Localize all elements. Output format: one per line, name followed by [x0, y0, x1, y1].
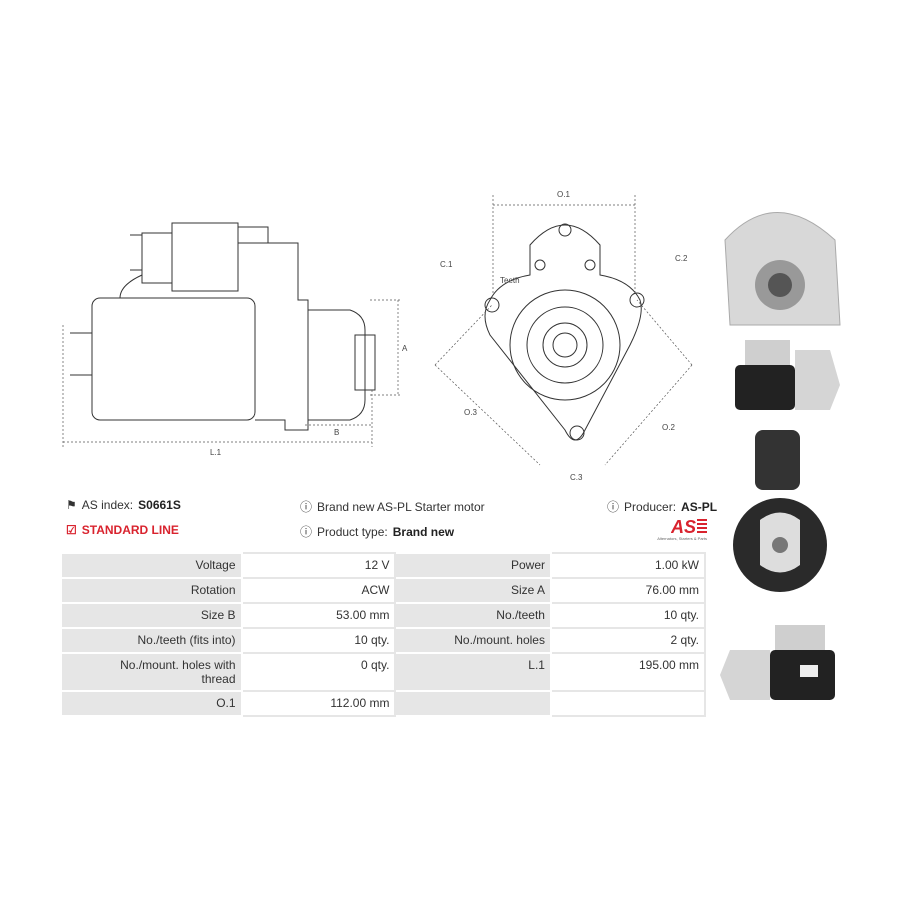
info-icon: ⓘ [607, 500, 620, 514]
info-icon: ⓘ [300, 525, 313, 539]
spec-label: No./teeth (fits into) [60, 627, 243, 654]
dimension-o3-label: O.3 [464, 408, 477, 417]
photo-side-2 [720, 625, 835, 700]
hole-c3-label: C.3 [570, 473, 583, 482]
as-logo-mark: AS [671, 517, 707, 536]
hole-c2-label: C.2 [675, 254, 688, 263]
spec-label [394, 690, 552, 717]
spec-label: O.1 [60, 690, 243, 717]
info-icon: ⓘ [300, 500, 313, 514]
spec-label: Power [394, 552, 552, 579]
front-view-drawing: O.1 O.2 O.3 C.1 C.2 C.3 Teeth [434, 190, 693, 482]
spec-label: No./mount. holes with thread [60, 652, 243, 692]
photo-front [724, 212, 841, 326]
product-photos [720, 212, 841, 700]
spec-value: 12 V [240, 552, 397, 579]
spec-label: Rotation [60, 577, 243, 604]
spec-label: No./mount. holes [394, 627, 552, 654]
hole-c1-label: C.1 [440, 260, 453, 269]
spec-label: Size A [394, 577, 552, 604]
spec-value: 0 qty. [240, 652, 397, 692]
side-view-drawing: A B L.1 [62, 222, 408, 457]
photo-rear [733, 430, 827, 592]
producer: ⓘ Producer: AS-PL AS [607, 499, 718, 515]
spec-value [549, 690, 707, 717]
spec-label: L.1 [394, 652, 552, 692]
dimension-a-label: A [402, 344, 408, 353]
as-index: ⚑ AS index: S0661S [66, 498, 181, 512]
as-pl-logo: AS Alternators, Starters & Parts [657, 517, 707, 541]
tags-icon: ⚑ [66, 498, 77, 512]
spec-label: No./teeth [394, 602, 552, 629]
spec-value: 10 qty. [240, 627, 397, 654]
spec-value: 195.00 mm [549, 652, 707, 692]
spec-value: 76.00 mm [549, 577, 707, 604]
spec-value: 2 qty. [549, 627, 707, 654]
teeth-label: Teeth [500, 276, 520, 285]
spec-value: 10 qty. [549, 602, 707, 629]
photo-side-1 [735, 340, 840, 410]
spec-value: ACW [240, 577, 397, 604]
spec-value: 112.00 mm [240, 690, 397, 717]
checkbox-icon: ☑ [66, 523, 77, 537]
svg-text:AS: AS [671, 517, 696, 536]
spec-row: No./teeth (fits into)10 qty.No./mount. h… [60, 627, 707, 654]
spec-value: 53.00 mm [240, 602, 397, 629]
dimension-l1-label: L.1 [210, 448, 222, 457]
dimension-o1-label: O.1 [557, 190, 570, 199]
as-index-value: S0661S [138, 498, 181, 512]
spec-label: Voltage [60, 552, 243, 579]
standard-line-badge: ☑ STANDARD LINE [66, 523, 179, 537]
spec-label: Size B [60, 602, 243, 629]
product-type: ⓘ Product type: Brand new [300, 524, 455, 540]
dimension-o2-label: O.2 [662, 423, 675, 432]
brand-new-note: ⓘ Brand new AS-PL Starter motor [300, 499, 485, 515]
dimension-b-label: B [334, 428, 339, 437]
spec-value: 1.00 kW [549, 552, 707, 579]
